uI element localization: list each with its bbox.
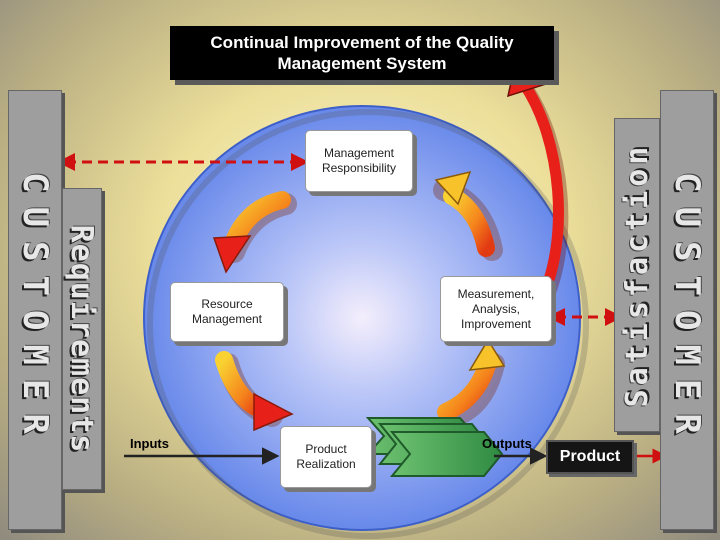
right-customer-text: CUSTOMER (667, 172, 707, 448)
requirements-text: Requirements (64, 224, 100, 454)
satisfaction-text: Satisfaction (619, 142, 655, 408)
title-line-1: Continual Improvement of the Quality (210, 33, 514, 52)
satisfaction-bar (614, 118, 660, 432)
outputs-label: Outputs (482, 436, 532, 451)
right-customer-bar (660, 90, 714, 530)
resource-management-box: Resource Management (170, 282, 284, 342)
cycle-arrow-bottom-left (215, 351, 294, 432)
left-customer-bar (8, 90, 62, 530)
diagram-title: Continual Improvement of the Quality Man… (170, 26, 554, 80)
management-line-1: Management (323, 146, 395, 160)
measurement-line-2: Analysis, (471, 301, 521, 316)
product-box: Product (546, 440, 634, 474)
realization-line-1: Product (305, 442, 347, 456)
title-line-2: Management System (277, 54, 447, 73)
resource-line-1: Resource (201, 297, 253, 311)
requirements-bar (62, 188, 102, 490)
measurement-line-3: Improvement (460, 316, 532, 331)
measurement-line-1: Measurement, (457, 286, 535, 301)
resource-line-2: Management (191, 312, 263, 326)
left-customer-text: CUSTOMER (15, 172, 55, 448)
management-line-2: Responsibility (321, 161, 397, 175)
measurement-analysis-box: Measurement, Analysis, Improvement (440, 276, 552, 342)
cycle-arrow-top-right (433, 170, 503, 261)
cycle-arrow-top-left (212, 191, 297, 274)
realization-chevrons (365, 417, 504, 477)
inputs-label: Inputs (130, 436, 169, 451)
cycle-arrow-bottom-right (437, 338, 506, 427)
realization-line-2: Realization (296, 457, 356, 471)
product-realization-box: Product Realization (280, 426, 372, 488)
management-responsibility-box: Management Responsibility (305, 130, 413, 192)
